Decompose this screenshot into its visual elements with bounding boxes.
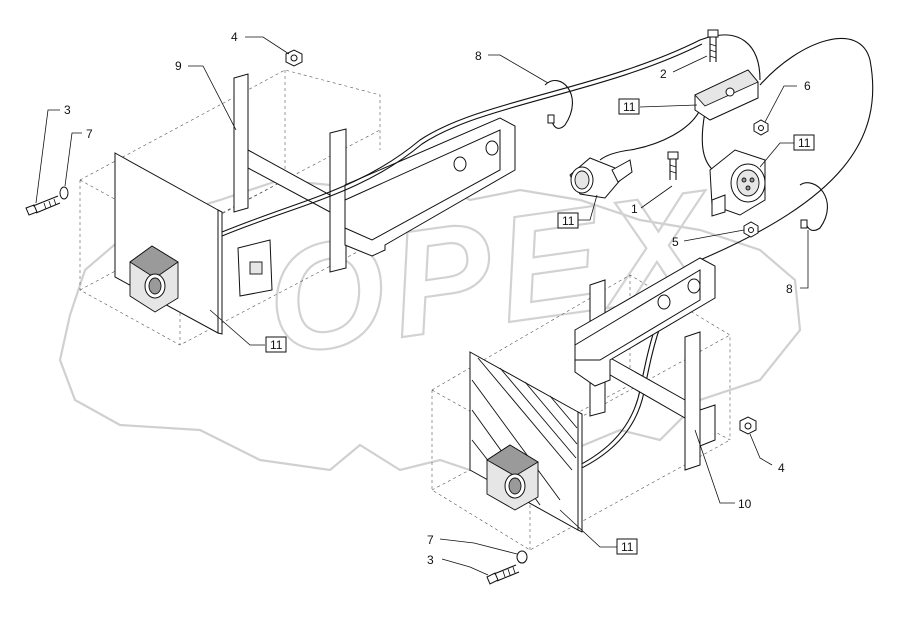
- junction-box: [694, 69, 759, 121]
- right-washer: [516, 550, 528, 564]
- right-bracket: [574, 257, 716, 471]
- left-nut: [285, 49, 303, 67]
- leader-11c: [759, 142, 795, 168]
- callout-1: 1: [631, 202, 638, 216]
- leader-5: [683, 229, 745, 242]
- callout-7a: 7: [86, 127, 93, 141]
- leader-4b: [749, 433, 773, 466]
- right-lamp-assembly: [431, 257, 757, 585]
- svg-text:11: 11: [621, 540, 634, 554]
- left-lamp-assembly: [25, 49, 516, 346]
- left-rear-connector: [237, 239, 273, 297]
- trailer-socket: [709, 149, 766, 217]
- right-lamp-unit: [486, 444, 539, 511]
- leader-10: [694, 429, 735, 504]
- left-reflector-plate: [114, 152, 219, 334]
- callout-3a: 3: [64, 103, 71, 117]
- leader-4a: [245, 36, 290, 55]
- leader-6: [764, 85, 797, 123]
- leader-lines: [35, 36, 809, 576]
- callout-10: 10: [738, 497, 752, 511]
- cable-loop-right: [699, 37, 874, 261]
- cable-left-lamp: [221, 34, 761, 233]
- callout-11e: 11: [616, 538, 638, 555]
- svg-text:11: 11: [798, 136, 811, 150]
- left-bracket: [233, 73, 516, 273]
- callout-8a: 8: [475, 49, 482, 63]
- trailer-plug: [569, 157, 633, 199]
- right-nut: [739, 416, 757, 435]
- leader-3b: [441, 558, 489, 576]
- leader-3a: [35, 109, 60, 204]
- left-plate-edge: [217, 209, 223, 335]
- callout-8b: 8: [786, 282, 793, 296]
- callout-6: 6: [804, 79, 811, 93]
- right-clip-tab: [800, 219, 808, 229]
- leader-1: [640, 185, 673, 209]
- leader-8a: [488, 54, 549, 84]
- callout-2: 2: [660, 67, 667, 81]
- left-lamp-unit: [129, 245, 179, 313]
- left-washer: [59, 186, 69, 200]
- left-bolt: [25, 195, 61, 216]
- top-screw: [707, 29, 719, 62]
- callout-11a: 11: [265, 336, 287, 353]
- leader-11d: [578, 194, 598, 221]
- right-bolt: [486, 564, 520, 585]
- nut-upper-right: [753, 119, 769, 136]
- callout-11d: 11: [557, 212, 579, 229]
- svg-text:11: 11: [623, 100, 636, 114]
- leader-11e: [559, 509, 617, 548]
- leader-7b: [439, 538, 518, 555]
- left-clip-tab: [547, 114, 555, 124]
- callout-3b: 3: [427, 553, 434, 567]
- right-plate-edge: [577, 411, 583, 533]
- svg-text:11: 11: [562, 214, 575, 228]
- middle-screw: [667, 151, 679, 180]
- watermark-text: OPEX: [257, 158, 725, 387]
- leader-2: [672, 55, 708, 73]
- leader-11b: [639, 104, 698, 108]
- callout-7b: 7: [427, 533, 434, 547]
- callout-11c: 11: [793, 134, 815, 151]
- callout-9: 9: [175, 59, 182, 73]
- svg-text:11: 11: [270, 338, 283, 352]
- callout-4a: 4: [231, 30, 238, 44]
- callout-labels: 1 2 3 3 4 4 5 6 7 7 8 8 9 10 11 11 11 11: [64, 30, 815, 567]
- cable-to-socket: [599, 109, 701, 161]
- nut-middle: [743, 221, 759, 238]
- leader-9: [188, 65, 237, 131]
- callout-5: 5: [672, 235, 679, 249]
- callout-11b: 11: [618, 98, 640, 115]
- leader-7a: [64, 132, 82, 187]
- cable-left-lamp-2: [221, 43, 703, 237]
- callout-4b: 4: [778, 461, 785, 475]
- leader-11a: [209, 309, 265, 346]
- leader-8b: [800, 230, 809, 289]
